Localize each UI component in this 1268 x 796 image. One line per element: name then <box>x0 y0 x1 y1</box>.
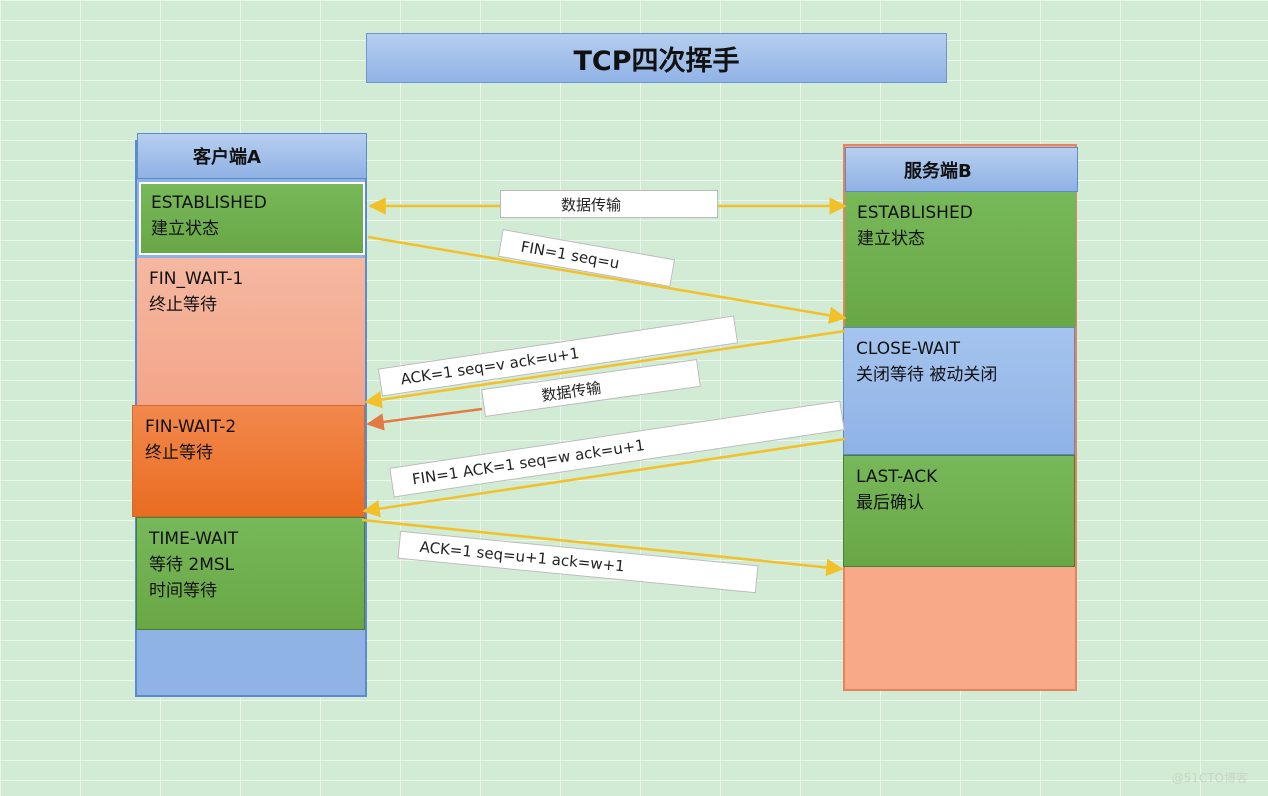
client-header: 客户端A <box>137 133 367 179</box>
state-name: ESTABLISHED <box>857 203 973 223</box>
state-name: CLOSE-WAIT <box>856 339 961 359</box>
watermark: @51CTO博客 <box>1171 771 1248 785</box>
arrow-ack <box>364 329 846 409</box>
state-desc: 建立状态 <box>151 219 219 239</box>
arrow-fin <box>367 235 847 324</box>
state-desc: 关闭等待 被动关闭 <box>856 365 998 385</box>
state-name: FIN_WAIT-1 <box>149 269 244 289</box>
state-desc: 时间等待 <box>149 581 217 601</box>
state-name: FIN-WAIT-2 <box>145 417 237 437</box>
client-state-fin-wait-1: FIN_WAIT-1 终止等待 <box>137 258 365 405</box>
client-state-fin-wait-2: FIN-WAIT-2 终止等待 <box>132 405 365 517</box>
state-desc: 建立状态 <box>857 229 925 249</box>
state-name: LAST-ACK <box>856 467 938 487</box>
diagram-title: TCP四次挥手 <box>366 33 947 83</box>
state-desc: 等待 2MSL <box>149 555 235 575</box>
state-name: TIME-WAIT <box>149 529 239 549</box>
state-desc: 终止等待 <box>145 443 213 463</box>
arrow-fin-ack <box>362 437 846 518</box>
state-desc: 最后确认 <box>856 493 924 513</box>
server-state-last-ack: LAST-ACK 最后确认 <box>843 455 1075 567</box>
arrow-final-ack <box>361 518 844 577</box>
server-state-established: ESTABLISHED 建立状态 <box>845 192 1076 327</box>
message-label-data-transfer: 数据传输 <box>500 190 718 218</box>
server-header: 服务端B <box>845 147 1078 192</box>
state-name: ESTABLISHED <box>151 193 267 213</box>
arrow-data-transfer-2 <box>366 407 483 431</box>
client-state-time-wait: TIME-WAIT 等待 2MSL 时间等待 <box>136 517 365 630</box>
client-state-established: ESTABLISHED 建立状态 <box>139 182 365 255</box>
state-desc: 终止等待 <box>149 295 217 315</box>
server-state-close-wait: CLOSE-WAIT 关闭等待 被动关闭 <box>843 327 1075 455</box>
